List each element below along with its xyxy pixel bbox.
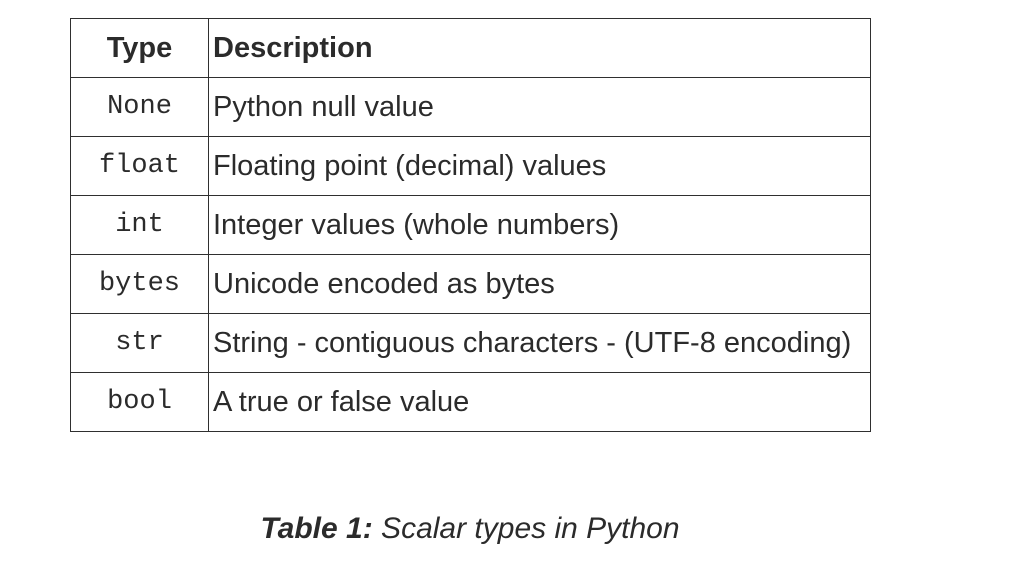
table-row: bool A true or false value	[70, 372, 871, 432]
table-row: int Integer values (whole numbers)	[70, 195, 871, 255]
table-row: bytes Unicode encoded as bytes	[70, 254, 871, 314]
description-cell: Unicode encoded as bytes	[208, 254, 871, 314]
description-cell: Python null value	[208, 77, 871, 137]
description-cell: String - contiguous characters - (UTF-8 …	[208, 313, 871, 373]
type-cell: str	[70, 313, 209, 373]
table-row: float Floating point (decimal) values	[70, 136, 871, 196]
column-header-type: Type	[70, 18, 209, 78]
table-row: str String - contiguous characters - (UT…	[70, 313, 871, 373]
type-cell: float	[70, 136, 209, 196]
type-cell: bytes	[70, 254, 209, 314]
description-cell: Floating point (decimal) values	[208, 136, 871, 196]
column-header-description: Description	[208, 18, 871, 78]
description-cell: Integer values (whole numbers)	[208, 195, 871, 255]
scalar-types-table-container: Type Description None Python null value …	[70, 18, 871, 432]
caption-label: Table 1:	[260, 512, 373, 545]
type-cell: int	[70, 195, 209, 255]
description-cell: A true or false value	[208, 372, 871, 432]
type-cell: None	[70, 77, 209, 137]
table-row: None Python null value	[70, 77, 871, 137]
table-header-row: Type Description	[70, 18, 871, 78]
scalar-types-table: Type Description None Python null value …	[70, 18, 871, 432]
type-cell: bool	[70, 372, 209, 432]
table-caption: Table 1: Scalar types in Python	[0, 512, 940, 546]
caption-text: Scalar types in Python	[372, 512, 680, 545]
